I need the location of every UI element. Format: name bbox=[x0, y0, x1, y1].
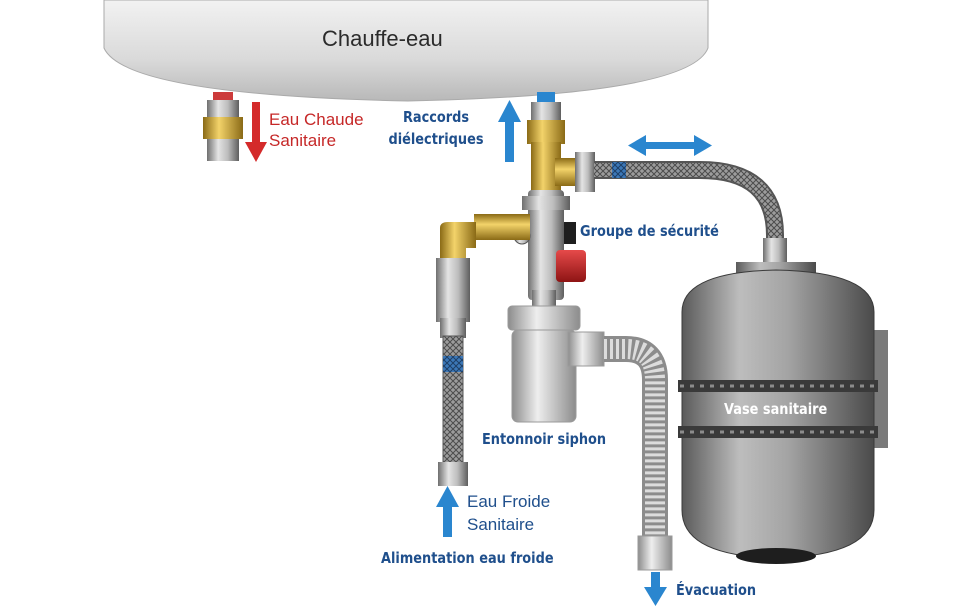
drain-label: Évacuation bbox=[676, 581, 757, 599]
expansion-vessel-label: Vase sanitaire bbox=[724, 400, 828, 418]
cold-water-label-line2: Sanitaire bbox=[467, 515, 535, 534]
vessel-braided-hose bbox=[594, 161, 787, 266]
expansion-vessel bbox=[678, 262, 888, 564]
cold-supply-label: Alimentation eau froide bbox=[381, 549, 554, 567]
bidirectional-arrow bbox=[628, 135, 712, 156]
hot-water-arrow bbox=[245, 102, 267, 162]
drain-hose bbox=[567, 331, 673, 571]
cold-water-arrow bbox=[436, 486, 459, 537]
dielectric-fittings-label-line2: diélectriques bbox=[388, 130, 484, 148]
funnel-siphon bbox=[507, 290, 581, 423]
safety-group-label: Groupe de sécurité bbox=[580, 222, 719, 240]
drain-arrow bbox=[644, 572, 667, 606]
safety-group-body bbox=[513, 190, 586, 300]
hot-water-label-line1: Eau Chaude bbox=[269, 110, 364, 129]
water-heater-tank bbox=[103, 0, 709, 102]
water-heater-label: Chauffe-eau bbox=[322, 26, 443, 51]
tee-fitting bbox=[555, 152, 595, 192]
upward-flow-arrow bbox=[498, 100, 521, 162]
hot-water-outlet-fitting bbox=[203, 92, 243, 161]
dielectric-fittings-label-line1: Raccords bbox=[402, 108, 470, 126]
funnel-siphon-label: Entonnoir siphon bbox=[482, 430, 607, 448]
cold-supply-pipe bbox=[436, 214, 530, 486]
hot-water-label-line2: Sanitaire bbox=[269, 131, 337, 150]
cold-water-label-line1: Eau Froide bbox=[467, 492, 551, 511]
